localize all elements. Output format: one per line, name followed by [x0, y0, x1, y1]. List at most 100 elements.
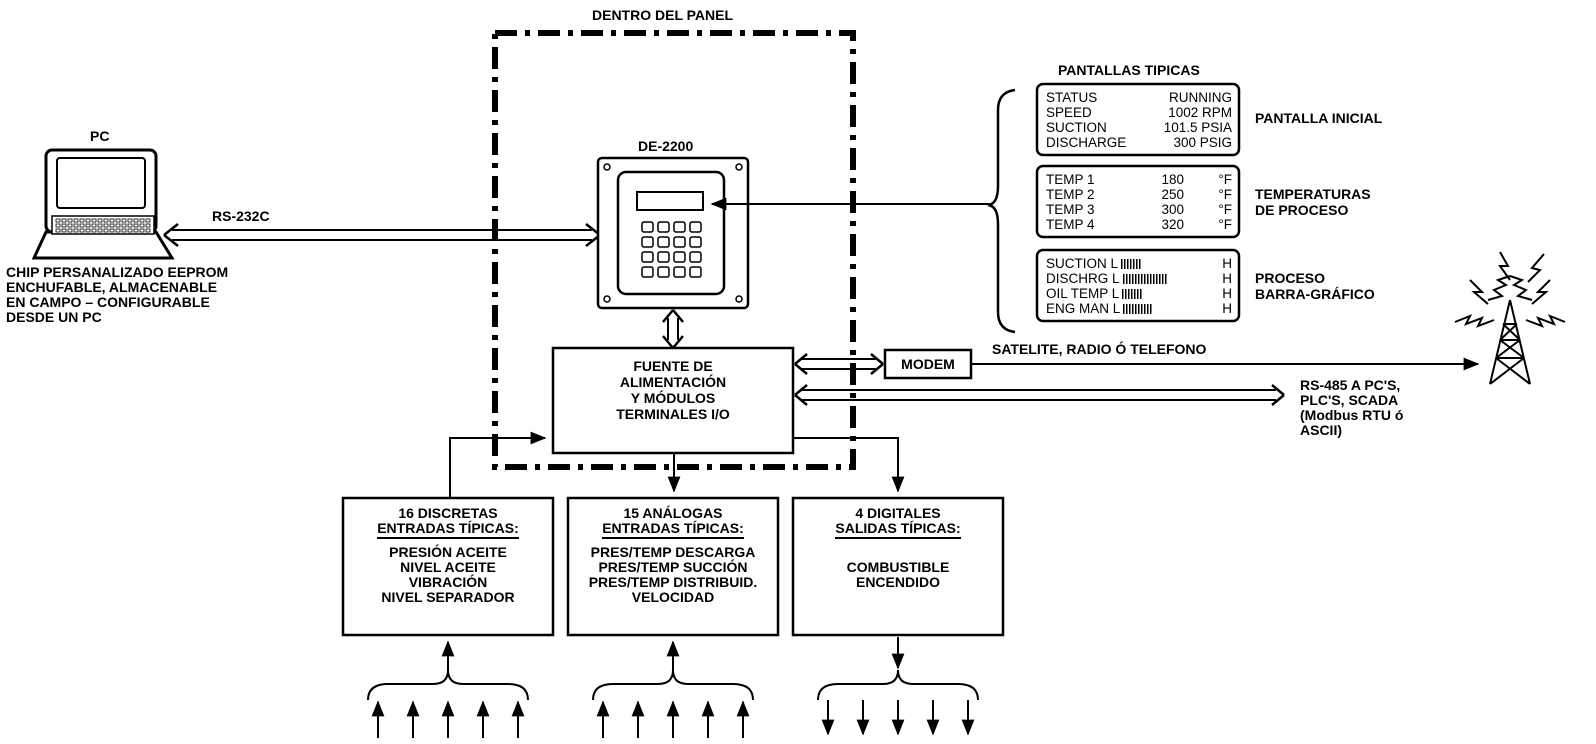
laptop-key — [91, 218, 97, 223]
screens-brace — [987, 88, 1016, 334]
laptop-key — [133, 228, 139, 233]
laptop-key — [97, 228, 103, 233]
laptop-key — [127, 223, 133, 228]
laptop-key — [103, 218, 109, 223]
bar-level — [1121, 259, 1143, 270]
keypad-key — [657, 266, 670, 278]
digital-outputs-box — [791, 496, 1005, 637]
keypad-key — [689, 251, 702, 263]
power-supply-label: FUENTE DE ALIMENTACIÓN Y MÓDULOS TERMINA… — [616, 358, 730, 422]
laptop-icon — [31, 148, 175, 260]
keypad-key — [689, 221, 702, 233]
signal-brace — [817, 669, 979, 701]
laptop-key — [91, 223, 97, 228]
laptop-key — [103, 228, 109, 233]
pc-description: CHIP PERSANALIZADO EEPROM ENCHUFABLE, AL… — [6, 264, 229, 325]
bar-row-label: ENG MAN L — [1046, 301, 1121, 316]
analog-inputs-box — [566, 496, 780, 637]
laptop-key — [121, 218, 127, 223]
keypad-key — [673, 266, 686, 278]
laptop-key — [97, 218, 103, 223]
laptop-key — [133, 218, 139, 223]
discrete-inputs-text: 16 DISCRETAS ENTRADAS TÍPICAS: PRESIÓN A… — [377, 505, 519, 605]
analog-inputs-text: 15 ANÁLOGAS ENTRADAS TÍPICAS: PRES/TEMP … — [588, 505, 758, 605]
laptop-key — [97, 223, 103, 228]
screens-heading: PANTALLAS TIPICAS — [1058, 62, 1200, 78]
bar-level — [1123, 304, 1154, 315]
laptop-key — [55, 223, 61, 228]
laptop-key — [79, 223, 85, 228]
modem-link-label: SATELITE, RADIO Ó TELEFONO — [992, 341, 1207, 357]
keypad-key — [641, 251, 654, 263]
screen-bars-frame — [1035, 248, 1241, 323]
keypad-key — [657, 236, 670, 248]
keypad-key — [657, 251, 670, 263]
laptop-key — [145, 223, 151, 228]
bar-high-marker: H — [1222, 286, 1232, 301]
screen-initial-label: PANTALLA INICIAL — [1255, 110, 1383, 126]
laptop-key — [85, 223, 91, 228]
laptop-key — [121, 228, 127, 233]
laptop-key — [61, 223, 67, 228]
keypad-key — [673, 236, 686, 248]
laptop-key — [85, 228, 91, 233]
laptop-key — [121, 223, 127, 228]
laptop-key — [73, 218, 79, 223]
laptop-key — [115, 228, 121, 233]
laptop-key — [61, 228, 67, 233]
screen-row: OIL TEMP L H — [1046, 286, 1232, 301]
laptop-key — [139, 223, 145, 228]
power-supply-box — [551, 346, 795, 455]
rs232-link — [163, 223, 601, 247]
laptop-key — [67, 218, 73, 223]
controller-power-link — [662, 309, 684, 349]
io-wiring — [449, 431, 905, 498]
rs232-label: RS-232C — [212, 208, 270, 224]
bar-high-marker: H — [1222, 271, 1232, 286]
laptop-key — [55, 218, 61, 223]
laptop-key — [139, 218, 145, 223]
keypad-key — [641, 266, 654, 278]
discrete-inputs-box — [341, 496, 555, 637]
laptop-key — [133, 223, 139, 228]
laptop-key — [73, 228, 79, 233]
signal-brace — [367, 669, 529, 701]
keypad-key — [641, 236, 654, 248]
laptop-key — [73, 223, 79, 228]
laptop-key — [109, 228, 115, 233]
keypad-key — [673, 251, 686, 263]
rs485-link — [794, 384, 1285, 406]
laptop-key — [139, 228, 145, 233]
screen-initial-frame — [1035, 82, 1241, 157]
keypad-key — [673, 221, 686, 233]
laptop-key — [127, 228, 133, 233]
laptop-key — [55, 228, 61, 233]
laptop-key — [115, 223, 121, 228]
keypad-key — [657, 221, 670, 233]
panel-boundary — [492, 30, 856, 470]
bar-row-label: OIL TEMP L — [1046, 286, 1120, 301]
digital-outputs-text: 4 DIGITALES SALIDAS TÍPICAS: COMBUSTIBLE… — [835, 505, 961, 590]
laptop-key — [103, 223, 109, 228]
screen-temps-frame — [1035, 164, 1241, 239]
laptop-key — [109, 223, 115, 228]
panel-label: DENTRO DEL PANEL — [592, 7, 734, 23]
modem-label: MODEM — [901, 356, 955, 372]
laptop-key — [79, 228, 85, 233]
laptop-key — [145, 218, 151, 223]
laptop-key — [109, 218, 115, 223]
keypad-key — [641, 221, 654, 233]
laptop-key — [145, 228, 151, 233]
keypad-key — [689, 266, 702, 278]
